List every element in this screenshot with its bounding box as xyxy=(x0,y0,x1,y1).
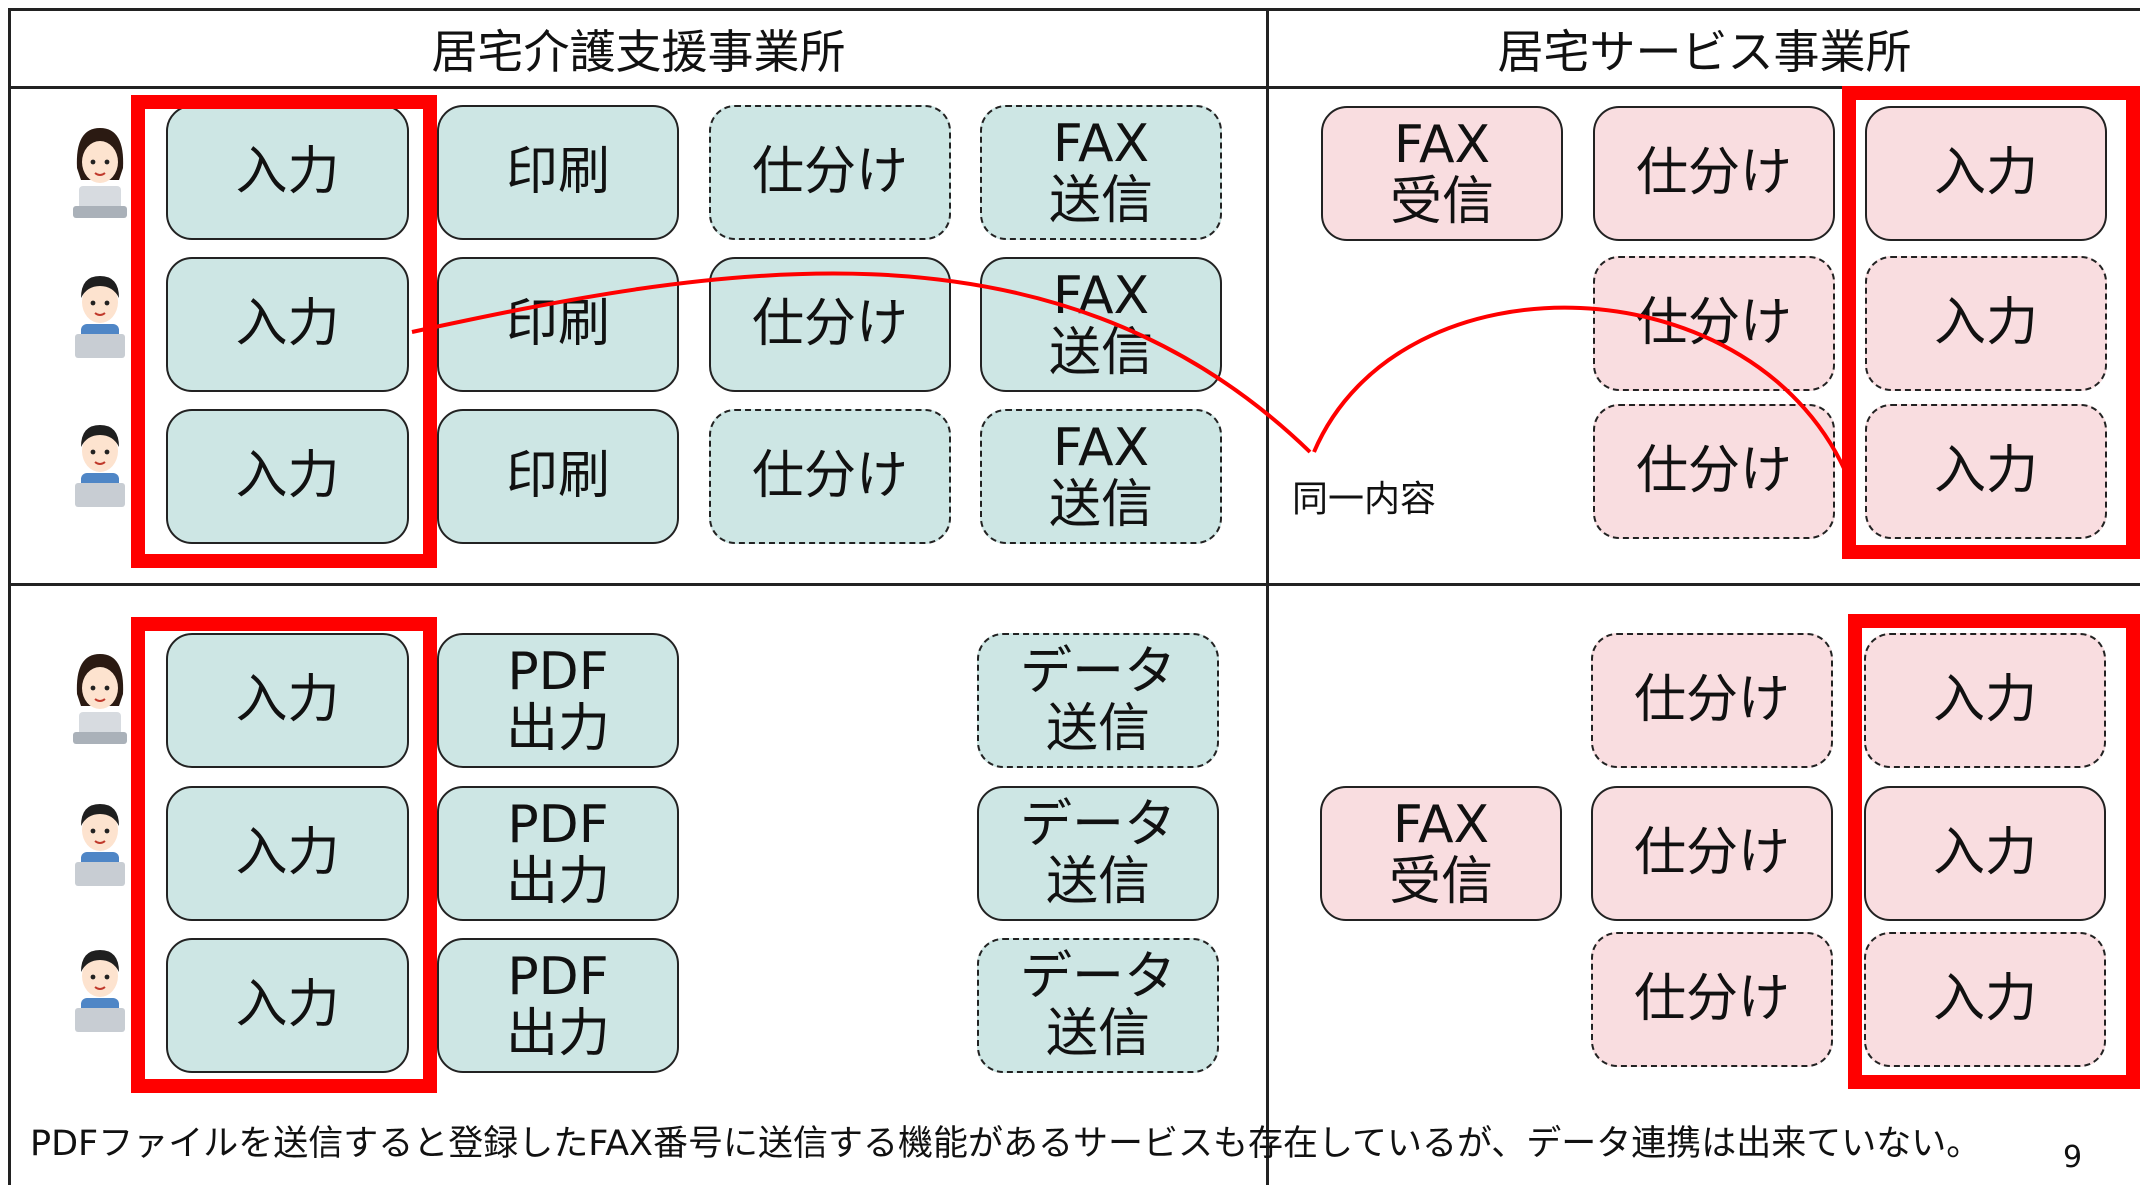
input-box: 入力 xyxy=(1865,404,2107,539)
data-send-box: データ 送信 xyxy=(977,786,1219,921)
sort-box: 仕分け xyxy=(1593,256,1835,391)
pdf-output-box: PDF 出力 xyxy=(437,633,679,768)
sort-box: 仕分け xyxy=(709,409,951,544)
data-send-box: データ 送信 xyxy=(977,633,1219,768)
woman-at-laptop-icon xyxy=(73,128,127,218)
input-box: 入力 xyxy=(1865,106,2107,241)
connector-curve-left xyxy=(411,271,1312,454)
sort-box: 仕分け xyxy=(709,105,951,240)
input-box: 入力 xyxy=(1865,256,2107,391)
input-box: 入力 xyxy=(166,786,409,921)
connector-curve-right xyxy=(1312,305,1852,483)
grid-header-divider xyxy=(8,86,2140,89)
highlight-frame-top-left-input xyxy=(131,95,437,568)
print-box: 印刷 xyxy=(437,257,679,392)
grid-column-divider xyxy=(1266,8,1269,1185)
fax-receive-box: FAX 受信 xyxy=(1321,106,1563,241)
data-send-box: データ 送信 xyxy=(977,938,1219,1073)
highlight-frame-bottom-right-input xyxy=(1848,614,2140,1089)
man-at-laptop-icon xyxy=(75,950,125,1032)
input-box: 入力 xyxy=(166,409,409,544)
grid-middle-divider xyxy=(8,583,2140,586)
same-content-label: 同一内容 xyxy=(1292,479,1437,520)
fax-receive-box: FAX 受信 xyxy=(1320,786,1562,921)
header-care-support-office: 居宅介護支援事業所 xyxy=(431,24,846,79)
pdf-output-box: PDF 出力 xyxy=(437,938,679,1073)
input-box: 入力 xyxy=(1864,932,2106,1067)
man-at-laptop-icon xyxy=(75,804,125,886)
grid-top-border xyxy=(8,8,2140,11)
sort-box: 仕分け xyxy=(1593,106,1835,241)
fax-send-box: FAX 送信 xyxy=(980,409,1222,544)
header-service-office: 居宅サービス事業所 xyxy=(1497,24,1912,79)
input-box: 入力 xyxy=(1864,786,2106,921)
woman-at-laptop-icon xyxy=(73,654,127,744)
sort-box: 仕分け xyxy=(1591,932,1833,1067)
man-at-laptop-icon xyxy=(75,276,125,358)
input-box: 入力 xyxy=(1864,633,2106,768)
grid-left-border xyxy=(8,8,11,1185)
print-box: 印刷 xyxy=(437,409,679,544)
input-box: 入力 xyxy=(166,633,409,768)
input-box: 入力 xyxy=(166,105,409,240)
sort-box: 仕分け xyxy=(1591,633,1833,768)
pdf-output-box: PDF 出力 xyxy=(437,786,679,921)
input-box: 入力 xyxy=(166,938,409,1073)
highlight-frame-top-right-input xyxy=(1842,86,2140,559)
sort-box: 仕分け xyxy=(1593,404,1835,539)
sort-box: 仕分け xyxy=(709,257,951,392)
fax-send-box: FAX 送信 xyxy=(980,257,1222,392)
fax-send-box: FAX 送信 xyxy=(980,105,1222,240)
sort-box: 仕分け xyxy=(1591,786,1833,921)
print-box: 印刷 xyxy=(437,105,679,240)
page-number: 9 xyxy=(2063,1140,2083,1175)
highlight-frame-bottom-left-input xyxy=(131,617,437,1093)
footer-note: PDFファイルを送信すると登録したFAX番号に送信する機能があるサービスも存在し… xyxy=(30,1124,1982,1164)
man-at-laptop-icon xyxy=(75,425,125,507)
input-box: 入力 xyxy=(166,257,409,392)
